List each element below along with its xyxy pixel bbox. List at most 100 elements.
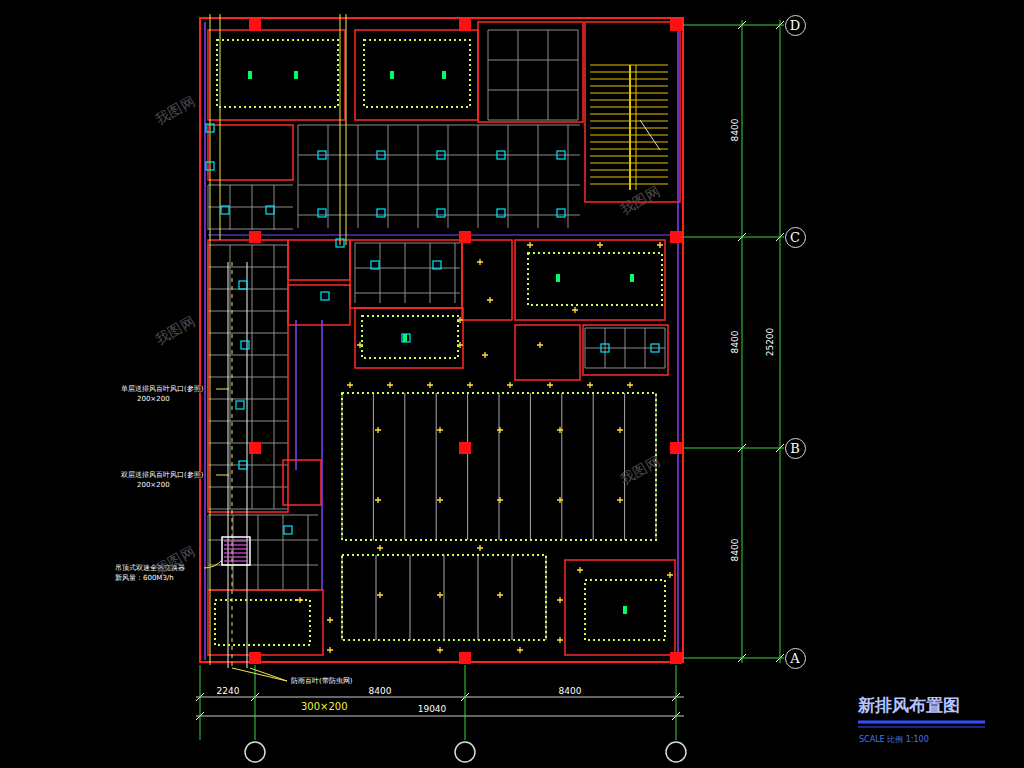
light-fixture	[572, 307, 578, 313]
ceiling-grid	[208, 245, 288, 246]
light-fixture	[617, 497, 623, 503]
column	[249, 442, 261, 454]
light-fixture	[557, 427, 563, 433]
ceiling-grid	[208, 509, 288, 510]
ceiling-grid	[488, 90, 578, 91]
dim-line	[742, 20, 743, 663]
ceiling-grid	[208, 515, 209, 590]
diffuser	[321, 292, 329, 300]
light-fixture	[617, 427, 623, 433]
diffuser	[284, 526, 292, 534]
ceiling-grid	[328, 125, 329, 228]
diffuser	[236, 401, 244, 409]
axis-letter: D	[790, 19, 800, 32]
watermark: 我图网	[152, 313, 197, 347]
ceiling-strip	[436, 393, 437, 540]
diffuser	[266, 206, 274, 214]
dim-line	[196, 716, 684, 717]
stair-rail	[636, 65, 637, 190]
wall	[208, 590, 323, 655]
inner-wall	[677, 22, 679, 660]
note-text: SCALE 比例 1:100	[858, 736, 930, 744]
light-fixture	[347, 382, 353, 388]
ceiling-strip	[530, 393, 531, 540]
equipment-outline	[364, 40, 470, 107]
equipment-outline	[217, 40, 338, 107]
ceiling-strip	[512, 555, 513, 640]
ceiling-grid	[208, 443, 288, 444]
duct-line	[346, 14, 347, 245]
ceiling-grid	[208, 267, 288, 268]
dimension: 8400	[731, 118, 740, 143]
leader-line	[232, 668, 287, 681]
ceiling-grid	[208, 377, 288, 378]
wall	[515, 325, 580, 380]
watermark: 我图网	[617, 183, 662, 217]
ceiling-grid	[208, 311, 288, 312]
ceiling-grid	[518, 30, 519, 120]
ceiling-strip	[444, 555, 445, 640]
diffuser	[318, 209, 326, 217]
leader-line	[216, 475, 229, 476]
ceiling-grid	[208, 540, 318, 541]
wall	[283, 460, 321, 505]
light-fixture	[437, 592, 443, 598]
axis-line	[683, 448, 784, 449]
axis-letter: A	[790, 652, 799, 665]
ceiling-grid	[430, 243, 431, 303]
diffuser	[497, 209, 505, 217]
diffuser	[318, 151, 326, 159]
light-fixture	[427, 382, 433, 388]
light-fixture	[437, 647, 443, 653]
axis-bubble: C	[785, 227, 806, 248]
title-underline	[858, 721, 985, 724]
axis-bubble: A	[785, 648, 806, 669]
light-fixture	[597, 242, 603, 248]
wall	[478, 22, 583, 122]
inner-wall	[204, 22, 206, 660]
light-fixture	[377, 545, 383, 551]
ceiling-strip	[561, 393, 562, 540]
dimension: 25200	[766, 327, 775, 358]
ceiling-grid	[585, 368, 665, 369]
ceiling-grid	[578, 30, 579, 120]
ceiling-grid	[208, 333, 288, 334]
ceiling-grid	[355, 243, 356, 303]
diffuser	[239, 461, 247, 469]
heat-exchanger-hatch	[224, 549, 248, 550]
axis-line	[683, 25, 784, 26]
equipment-mark	[294, 71, 298, 79]
column	[670, 19, 682, 31]
diffuser	[206, 162, 214, 170]
diffuser	[557, 209, 565, 217]
ceiling-grid	[488, 30, 489, 120]
ceiling-grid	[308, 515, 309, 590]
ceiling-grid	[405, 243, 406, 303]
equipment-outline	[215, 600, 310, 645]
ceiling-grid	[208, 229, 293, 230]
ceiling-grid	[478, 125, 479, 228]
axis-bubble	[455, 742, 475, 762]
ceiling-grid	[508, 125, 509, 228]
ceiling-grid	[488, 120, 578, 121]
drawing-title: 新排风布置图	[858, 697, 960, 714]
equipment-mark	[630, 274, 634, 282]
inner-wall	[295, 320, 297, 470]
wall	[208, 125, 293, 180]
ceiling-grid	[448, 125, 449, 228]
ceiling-grid	[208, 185, 293, 186]
light-fixture	[577, 567, 583, 573]
dimension: 8400	[731, 538, 740, 563]
stair-arrow	[640, 120, 660, 150]
light-fixture	[437, 427, 443, 433]
diffuser	[221, 206, 229, 214]
wall	[208, 240, 288, 512]
ceiling-grid	[538, 125, 539, 228]
ceiling-strip	[624, 393, 625, 540]
ceiling-grid	[355, 243, 460, 244]
column	[249, 19, 261, 31]
note-text: 新风量：600M3/h	[114, 575, 175, 582]
light-fixture	[327, 617, 333, 623]
duct-line	[340, 14, 341, 245]
